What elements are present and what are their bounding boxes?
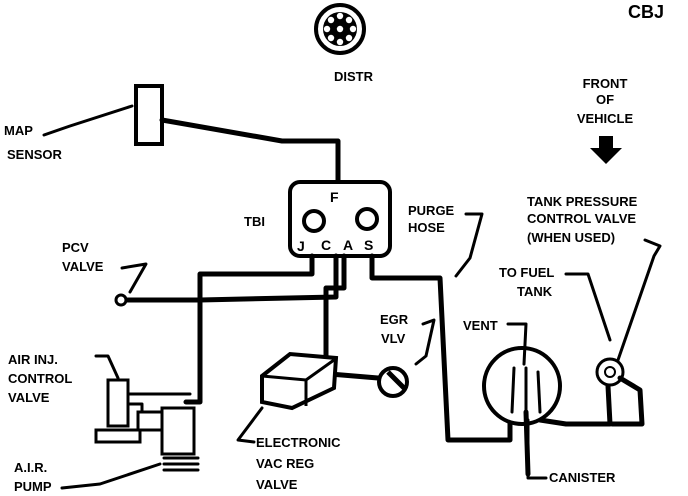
canister-port-1 [510, 366, 516, 414]
front-line-1: FRONT [583, 76, 628, 91]
vent-label: VENT [463, 318, 498, 333]
vent-leader-line [506, 322, 528, 366]
vrv-leader-line [236, 406, 264, 444]
air-inj-leader-line [94, 354, 120, 380]
tbi-port-s: S [364, 237, 373, 253]
egr-label-line-2: VLV [381, 331, 406, 346]
canister-port-3 [536, 370, 542, 414]
tbi-port-c: C [321, 237, 331, 253]
air-pump-label-line-1: A.I.R. [14, 460, 47, 475]
purge-label-line-1: PURGE [408, 203, 455, 218]
air-inj-label-line-3: VALVE [8, 390, 50, 405]
tpcv-fuel-tank-hose [609, 375, 645, 427]
port-a-hose [323, 253, 347, 363]
fuel-tank-label-line-1: TO FUEL [499, 265, 554, 280]
diagram-code: CBJ [628, 2, 664, 22]
fuel-tank-leader-line [564, 272, 612, 342]
arrow-down-icon [590, 136, 622, 164]
egr-valve-marking [386, 370, 406, 390]
vac-reg-valve-body [260, 351, 339, 411]
tpcv-label-line-3: (WHEN USED) [527, 230, 615, 245]
front-line-3: VEHICLE [577, 111, 634, 126]
canister-label: CANISTER [549, 470, 616, 485]
canister-leader-line [526, 418, 548, 480]
air-inj-label-line-2: CONTROL [8, 371, 72, 386]
tpcv-label-line-1: TANK PRESSURE [527, 194, 638, 209]
map-vacuum-hose [159, 117, 341, 185]
front-of-vehicle-label: FRONT OF VEHICLE [577, 76, 634, 126]
purge-hose-line [369, 253, 513, 443]
purge-label-line-2: HOSE [408, 220, 445, 235]
air-pump-label-line-2: PUMP [14, 479, 52, 494]
map-sensor-body [134, 84, 164, 146]
map-leader-line [42, 104, 134, 137]
vrv-label-line-3: VALVE [256, 477, 298, 492]
air-injection-control-valve [94, 378, 192, 444]
distributor-label: DISTR [334, 69, 374, 84]
front-line-2: OF [596, 92, 614, 107]
tpcv-center [604, 366, 616, 378]
canister-body [482, 346, 562, 426]
tbi-port-f: F [330, 189, 339, 205]
tbi-port-j: J [297, 238, 305, 254]
purge-leader-line [454, 212, 484, 278]
tbi-injector-right [355, 207, 379, 231]
pcv-label-line-1: PCV [62, 240, 89, 255]
air-pump [160, 406, 200, 472]
port-j-hose [183, 253, 315, 405]
tbi-injector-left [302, 209, 326, 233]
tbi-body [288, 180, 392, 258]
map-label-line-1: MAP [4, 123, 33, 138]
pcv-hose [124, 253, 339, 303]
vrv-label-line-2: VAC REG [256, 456, 314, 471]
pcv-label-line-2: VALVE [62, 259, 104, 274]
tpcv-label-line-2: CONTROL VALVE [527, 211, 636, 226]
air-pump-leader-line [60, 462, 162, 490]
vrv-label-line-1: ELECTRONIC [256, 435, 341, 450]
tpcv-leader-line [616, 238, 662, 362]
pcv-leader-line [120, 262, 148, 294]
tbi-port-a: A [343, 237, 353, 253]
tpcv-to-canister-hose [537, 383, 613, 427]
egr-valve-body [377, 366, 409, 398]
tbi-label: TBI [244, 214, 265, 229]
map-label-line-2: SENSOR [7, 147, 63, 162]
air-inj-label-line-1: AIR INJ. [8, 352, 58, 367]
egr-leader-line [414, 318, 436, 366]
fuel-tank-label-line-2: TANK [517, 284, 553, 299]
distributor-cap-icon [314, 3, 366, 55]
vac-reg-valve-edges [261, 358, 335, 406]
egr-label-line-1: EGR [380, 312, 409, 327]
